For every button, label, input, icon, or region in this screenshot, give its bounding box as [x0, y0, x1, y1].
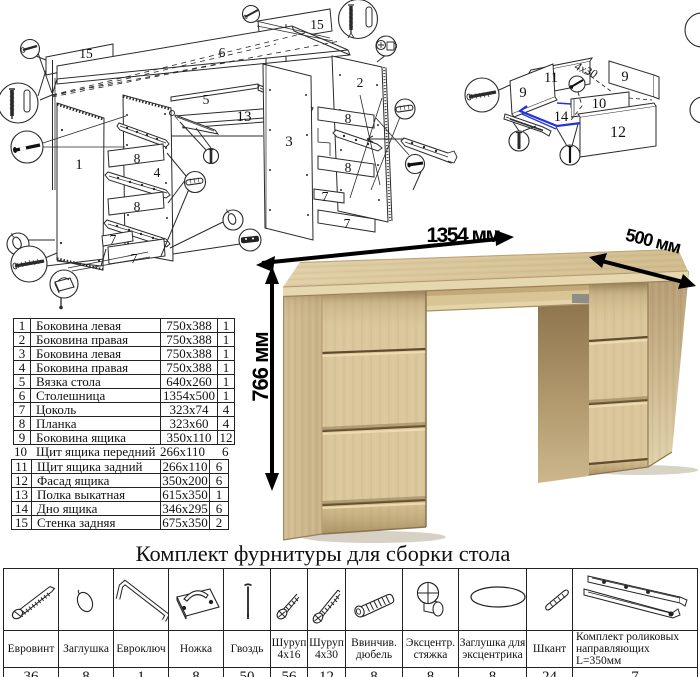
svg-text:10: 10	[592, 96, 607, 112]
svg-text:8: 8	[134, 151, 141, 166]
svg-text:1354 мм: 1354 мм	[426, 224, 500, 247]
svg-text:7: 7	[322, 189, 329, 204]
svg-text:12: 12	[610, 124, 626, 141]
svg-text:8: 8	[345, 160, 352, 175]
svg-text:15: 15	[79, 46, 93, 61]
svg-text:6: 6	[219, 45, 226, 60]
svg-text:7: 7	[344, 216, 351, 231]
svg-text:8: 8	[134, 199, 141, 214]
svg-text:9: 9	[621, 69, 628, 85]
svg-text:7: 7	[110, 232, 117, 247]
svg-text:1: 1	[75, 157, 83, 173]
svg-text:8: 8	[345, 111, 352, 126]
svg-text:766 мм: 766 мм	[248, 332, 273, 401]
svg-text:4: 4	[154, 165, 161, 180]
svg-text:9: 9	[519, 85, 526, 101]
svg-text:7: 7	[131, 251, 138, 266]
svg-text:3: 3	[285, 134, 293, 150]
svg-text:2: 2	[357, 75, 364, 90]
svg-text:15: 15	[310, 17, 324, 32]
svg-text:14: 14	[554, 109, 569, 125]
svg-text:5: 5	[203, 92, 210, 107]
svg-text:11: 11	[544, 70, 558, 86]
svg-text:13: 13	[237, 109, 252, 125]
